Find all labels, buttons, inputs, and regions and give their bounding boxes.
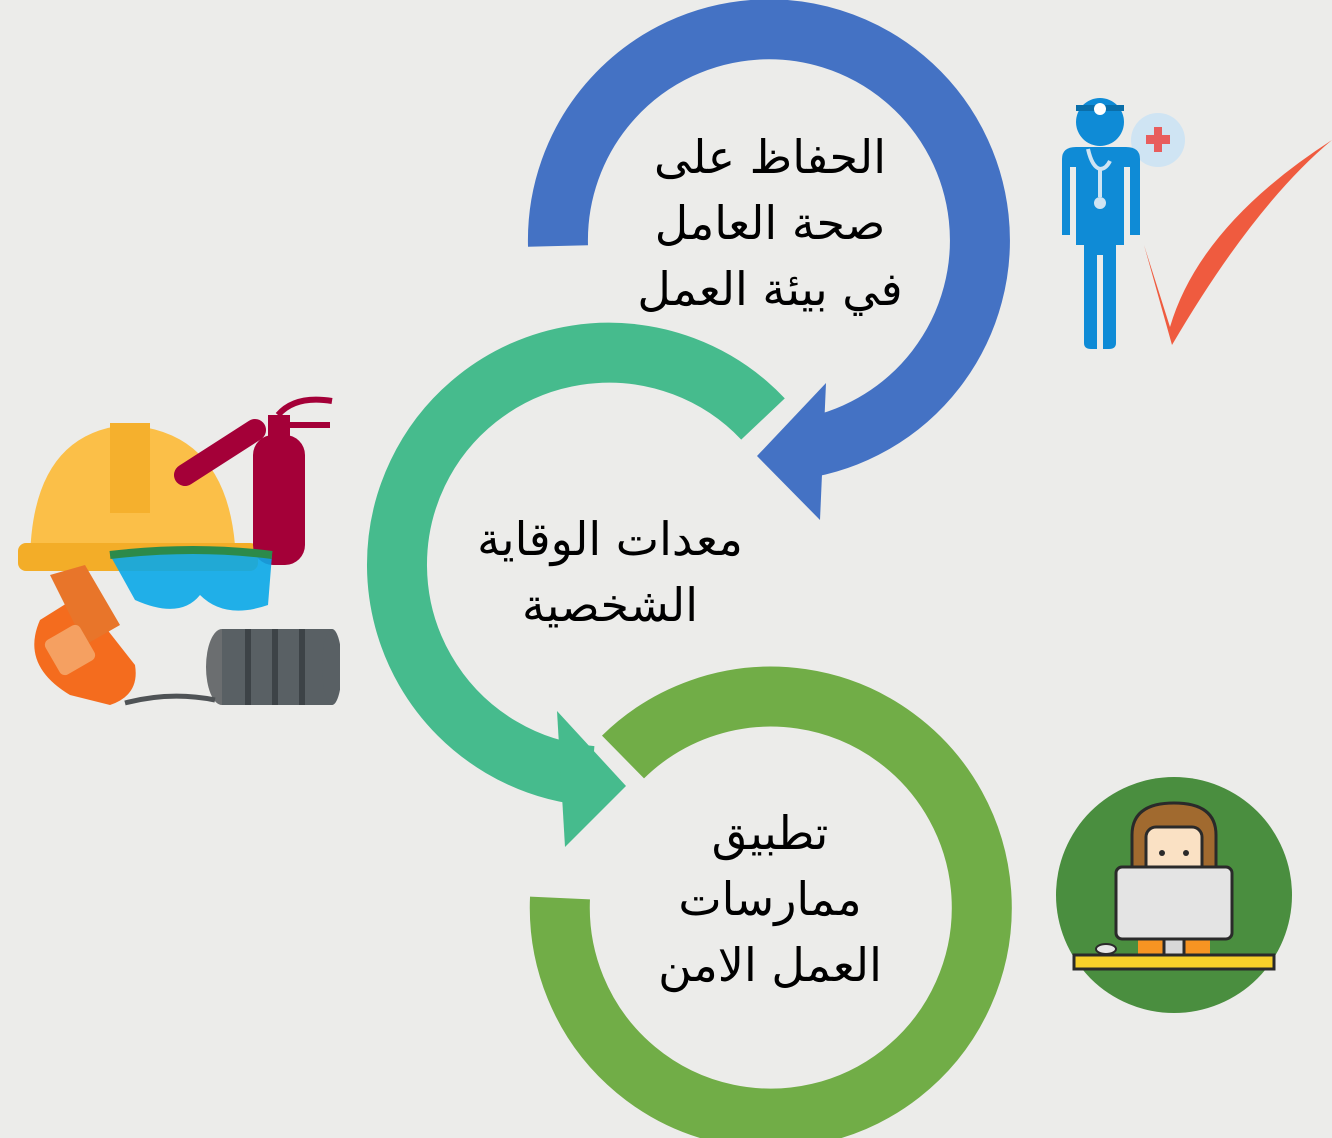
step1-line-3: في بيئة العمل [637,262,903,316]
step3-line-2: ممارسات [678,872,862,926]
step2-text: معدات الوقاية الشخصية [440,506,780,638]
step2-arc [366,322,785,847]
step1-line-2: صحة العامل [654,196,886,250]
step1-line-1: الحفاظ على [654,130,886,184]
step1-arc [527,0,1010,520]
safety-equipment-icon [18,396,340,706]
step3-text: تطبيق ممارسات العمل الامن [600,800,940,998]
step2-arrowhead [557,711,626,847]
step3-arc [529,666,1012,1138]
step3-line-3: العمل الامن [658,938,882,992]
worker-at-computer-icon [1056,777,1292,1013]
step1-text: الحفاظ على صحة العامل في بيئة العمل [600,124,940,322]
step1-arrowhead [757,383,826,520]
step2-line-1: معدات الوقاية [477,512,743,566]
step3-line-1: تطبيق [711,806,829,860]
doctor-with-checkmark-icon [1062,98,1332,349]
step2-line-2: الشخصية [522,578,698,632]
